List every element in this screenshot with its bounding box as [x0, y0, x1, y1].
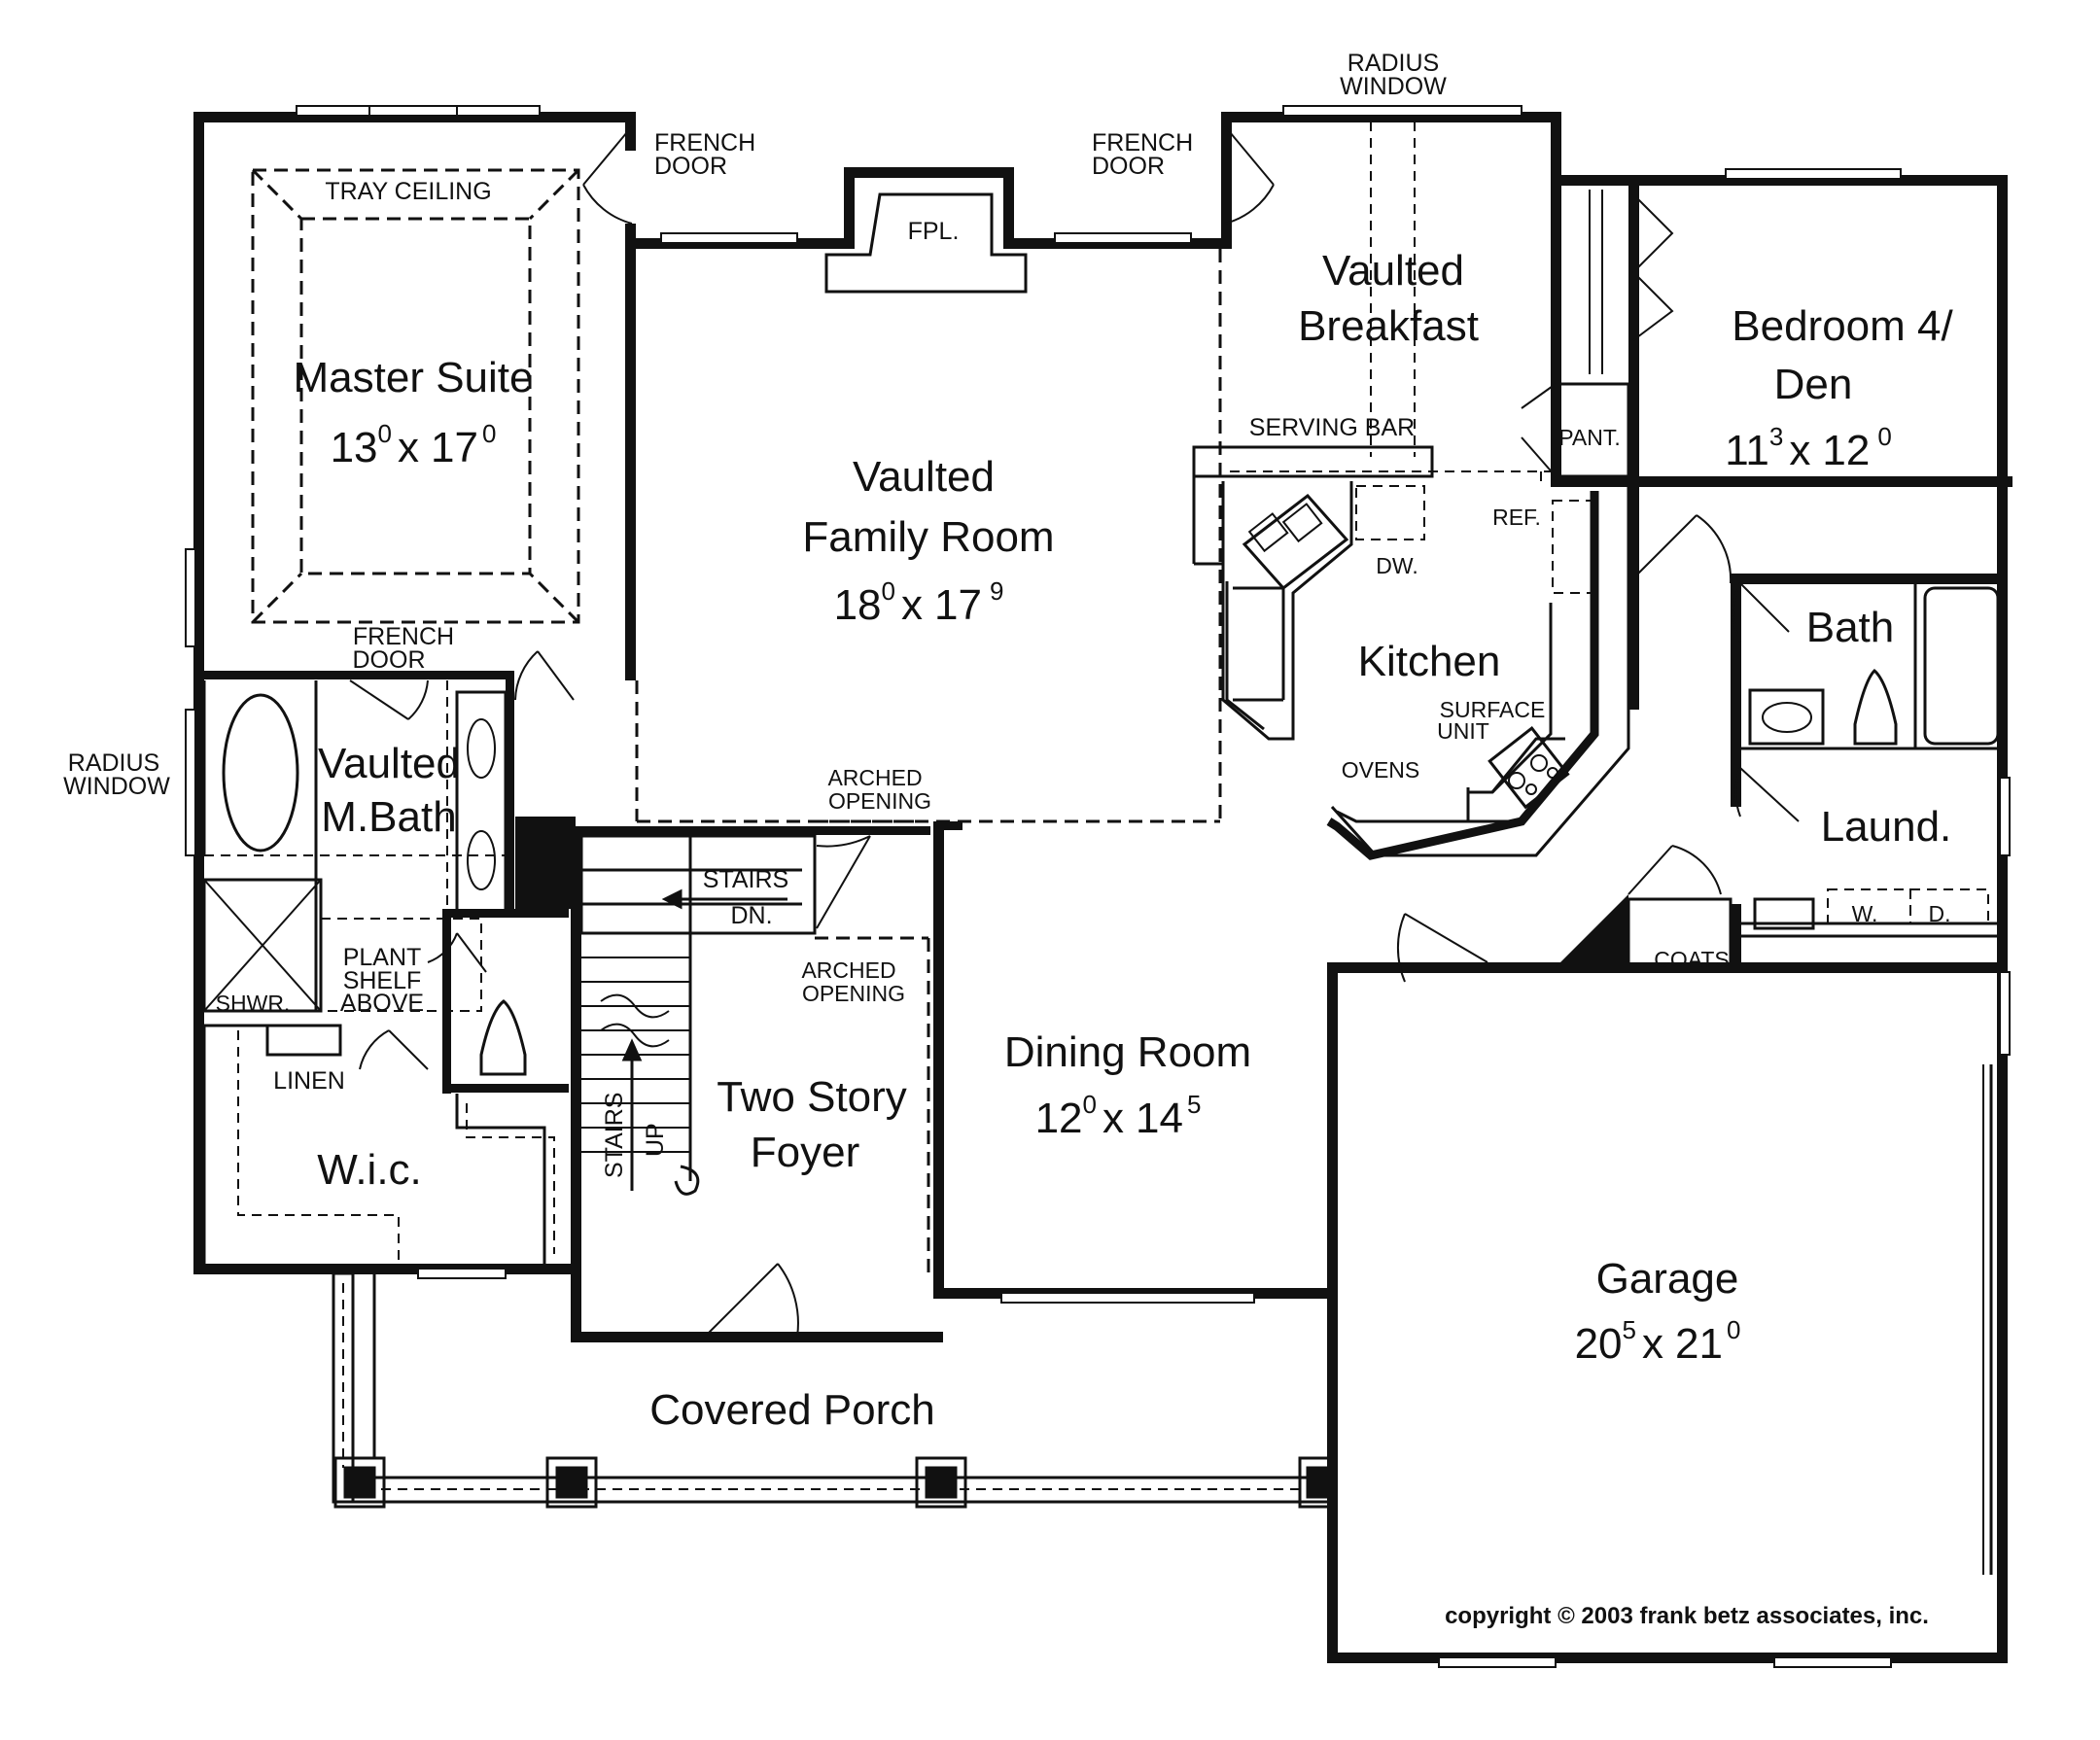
family-room-line2: Family Room: [802, 513, 1054, 561]
dw-label: DW.: [1376, 553, 1418, 578]
kitchen-title: Kitchen: [1358, 638, 1501, 685]
radius-window-left-label-2: WINDOW: [63, 773, 170, 800]
bedroom4-line2: Den: [1774, 361, 1853, 408]
fireplace-label: FPL.: [908, 218, 960, 245]
porch-columns: [333, 1456, 1336, 1509]
pantry-label: PANT.: [1558, 425, 1620, 450]
plant-shelf-label-1: PLANT: [343, 944, 422, 971]
tray-ceiling-label: TRAY CEILING: [325, 178, 491, 205]
plant-shelf-label-2: SHELF: [343, 967, 422, 994]
stairs-dn-label-1: STAIRS: [703, 866, 788, 893]
family-room-line1: Vaulted: [853, 453, 995, 501]
dining-title: Dining Room: [1004, 1028, 1251, 1076]
stairs-up-label-2: UP: [642, 1123, 669, 1157]
bedroom4-line1: Bedroom 4/: [1732, 302, 1953, 350]
arched-opening-1-label-2: OPENING: [828, 788, 931, 814]
surface-unit-label-1: SURFACE: [1440, 697, 1546, 722]
radius-window-left-label-1: RADIUS: [68, 749, 159, 777]
labels: RADIUS WINDOW FRENCH DOOR FRENCH DOOR TR…: [63, 50, 1953, 1629]
dryer-label: D.: [1929, 901, 1951, 926]
interior-lines: [202, 122, 2000, 1575]
surface-unit-label-2: UNIT: [1437, 718, 1489, 744]
linen-label: LINEN: [273, 1067, 345, 1095]
french-door-master-label-2: DOOR: [353, 646, 426, 674]
master-suite-title: Master Suite: [294, 354, 534, 401]
walls: [193, 112, 2012, 1663]
stairs-up-label-1: STAIRS: [601, 1093, 628, 1178]
arched-opening-1-label-1: ARCHED: [827, 765, 922, 790]
french-door-right-label-2: DOOR: [1092, 153, 1165, 180]
windows: [185, 105, 2011, 1668]
stairs-dn-label-2: DN.: [730, 902, 772, 929]
breakfast-line2: Breakfast: [1298, 302, 1479, 350]
copyright-text: copyright © 2003 frank betz associates, …: [1445, 1603, 1929, 1629]
wic-title: W.i.c.: [317, 1146, 422, 1194]
garage-title: Garage: [1596, 1255, 1739, 1303]
foyer-line2: Foyer: [751, 1129, 859, 1176]
french-door-left-label-2: DOOR: [654, 153, 727, 180]
breakfast-line1: Vaulted: [1322, 247, 1464, 295]
arched-opening-2-label-1: ARCHED: [801, 957, 895, 983]
washer-label: W.: [1852, 901, 1878, 926]
radius-window-top-label-1: RADIUS: [1348, 50, 1439, 77]
doors: [349, 125, 1800, 1338]
plant-shelf-label-3: ABOVE: [340, 990, 424, 1017]
french-door-master-label-1: FRENCH: [353, 623, 454, 650]
m-bath-line2: M.Bath: [321, 793, 456, 841]
coats-label: COATS: [1654, 947, 1730, 972]
porch-title: Covered Porch: [649, 1386, 934, 1434]
m-bath-line1: Vaulted: [318, 740, 460, 787]
laundry-title: Laund.: [1821, 803, 1952, 851]
bath-title: Bath: [1806, 604, 1895, 651]
ref-label: REF.: [1492, 505, 1541, 530]
french-door-right-label-1: FRENCH: [1092, 129, 1193, 157]
arched-opening-2-label-2: OPENING: [802, 981, 905, 1006]
radius-window-top-label-2: WINDOW: [1340, 73, 1447, 100]
foyer-line1: Two Story: [717, 1073, 907, 1121]
shower-label: SHWR.: [216, 991, 291, 1016]
serving-bar-label: SERVING BAR: [1249, 414, 1415, 441]
ovens-label: OVENS: [1342, 757, 1420, 783]
french-door-left-label-1: FRENCH: [654, 129, 755, 157]
